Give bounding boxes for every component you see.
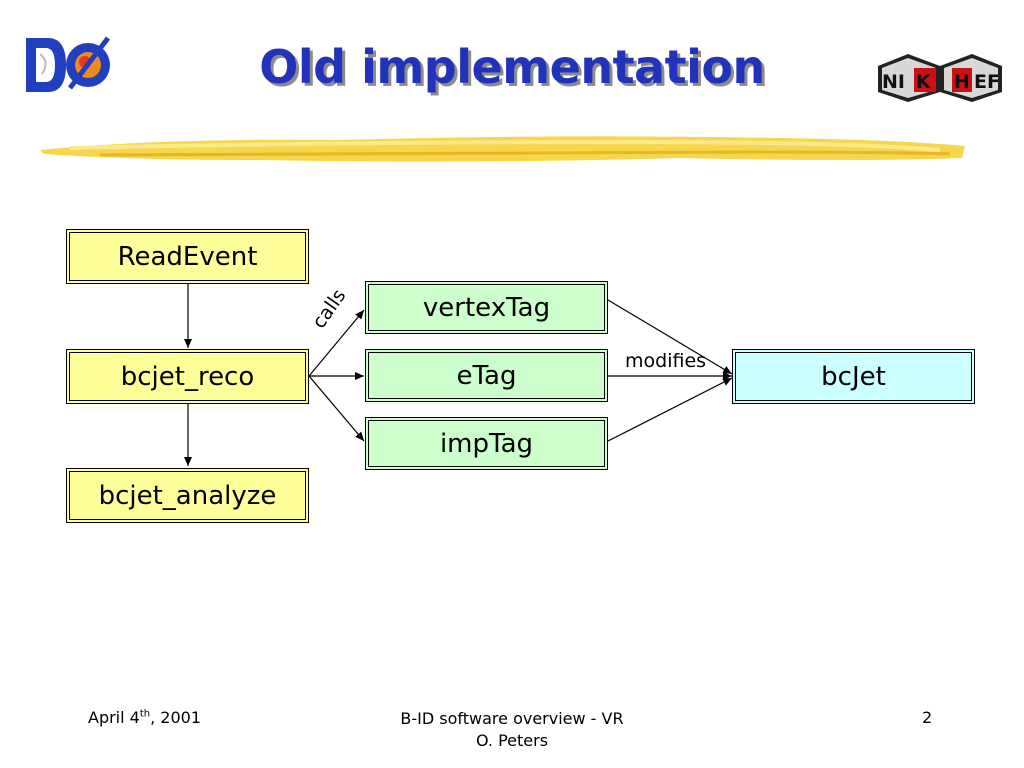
node-imptag: impTag	[365, 417, 608, 470]
highlighter-stroke	[40, 136, 965, 162]
node-bcjet-label: bcJet	[735, 352, 972, 401]
node-bcjet-reco-label: bcjet_reco	[69, 352, 306, 401]
footer-center-line2: O. Peters	[475, 731, 549, 750]
svg-text:H: H	[954, 71, 970, 93]
svg-text:NI: NI	[882, 71, 905, 93]
footer-date-suffix: , 2001	[150, 708, 201, 727]
footer-page-number: 2	[922, 708, 933, 727]
edge-label-modifies: modifies	[625, 350, 707, 372]
node-bcjet-analyze: bcjet_analyze	[66, 468, 309, 523]
footer-date: April 4th, 2001	[88, 708, 201, 727]
arrow-bcjet-reco-to-vertextag	[308, 309, 365, 377]
footer-date-prefix: April 4	[88, 708, 140, 727]
arrow-vertextag-to-bcjet	[607, 299, 733, 375]
svg-text:EF: EF	[974, 71, 1000, 93]
node-bcjet-analyze-label: bcjet_analyze	[69, 471, 306, 520]
svg-text:K: K	[916, 71, 932, 93]
node-readevent-label: ReadEvent	[69, 232, 306, 281]
node-vertextag-label: vertexTag	[368, 284, 605, 331]
node-etag-label: eTag	[368, 352, 605, 399]
slide-title: Old implementation	[259, 40, 765, 94]
footer-center-line1: B-ID software overview - VR	[400, 709, 624, 728]
d0-logo	[26, 36, 110, 92]
footer-center: B-ID software overview - VR O. Peters	[310, 708, 714, 752]
arrow-bcjet-reco-to-imptag	[308, 375, 365, 442]
nikhef-logo: NI K H EF	[878, 54, 1002, 102]
node-bcjet: bcJet	[732, 349, 975, 404]
node-etag: eTag	[365, 349, 608, 402]
node-vertextag: vertexTag	[365, 281, 608, 334]
footer-date-sup: th	[139, 708, 151, 720]
node-bcjet-reco: bcjet_reco	[66, 349, 309, 404]
node-imptag-label: impTag	[368, 420, 605, 467]
arrow-imptag-to-bcjet	[607, 377, 733, 442]
node-readevent: ReadEvent	[66, 229, 309, 284]
